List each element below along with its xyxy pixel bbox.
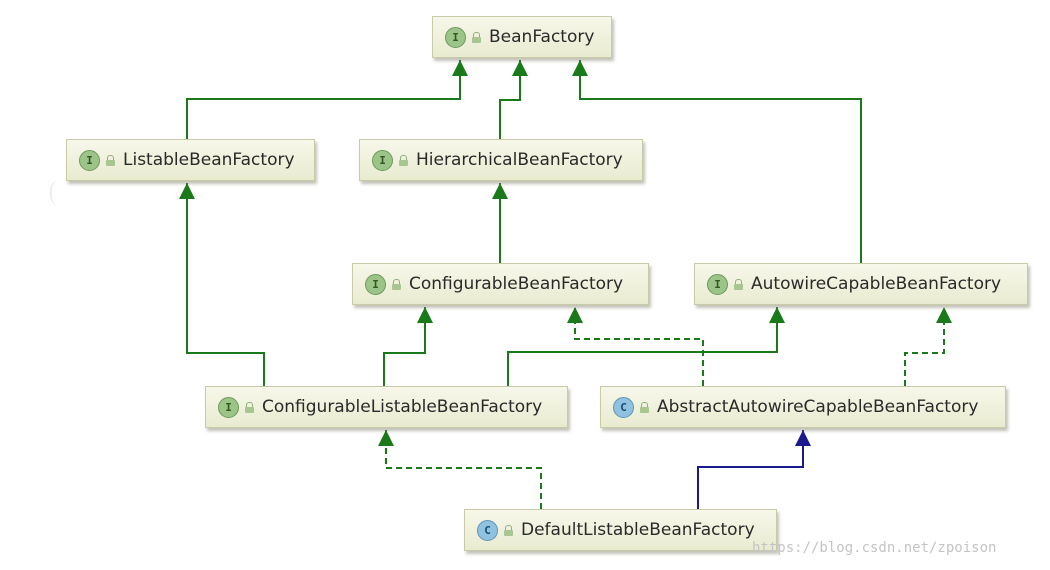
edge-default-listable-bean-factory-to-abstract-autowire-capable-bean-factory [697, 430, 804, 509]
arrowhead-abstract-autowire-capable-bean-factory-to-configurable-bean-factory [567, 307, 583, 323]
edge-listable-bean-factory-to-bean-factory [186, 60, 461, 139]
edge-autowire-capable-bean-factory-to-bean-factory [579, 60, 862, 263]
node-default-listable-bean-factory[interactable]: C DefaultListableBeanFactory [464, 509, 777, 551]
edge-configurable-listable-bean-factory-to-listable-bean-factory [186, 183, 265, 386]
lock-icon [504, 524, 513, 536]
arrowhead-autowire-capable-bean-factory-to-bean-factory [572, 60, 588, 76]
node-hierarchical-bean-factory[interactable]: I HierarchicalBeanFactory [359, 139, 643, 181]
lock-icon [472, 31, 481, 43]
node-label: AbstractAutowireCapableBeanFactory [657, 397, 979, 417]
edge-abstract-autowire-capable-bean-factory-to-configurable-bean-factory [574, 307, 704, 386]
edge-default-listable-bean-factory-to-configurable-listable-bean-factory [385, 430, 542, 509]
interface-icon: I [372, 149, 393, 171]
interface-icon: I [79, 149, 100, 171]
lock-icon [734, 278, 743, 290]
interface-icon: I [445, 26, 466, 48]
node-autowire-capable-bean-factory[interactable]: I AutowireCapableBeanFactory [694, 263, 1028, 305]
node-label: ListableBeanFactory [123, 150, 295, 170]
watermark-text: https://blog.csdn.net/zpoison [752, 540, 997, 556]
partial-arc-decoration [50, 180, 62, 206]
lock-icon [106, 154, 115, 166]
lock-icon [392, 278, 401, 290]
node-configurable-bean-factory[interactable]: I ConfigurableBeanFactory [352, 263, 649, 305]
arrowhead-listable-bean-factory-to-bean-factory [452, 60, 468, 76]
lock-icon [399, 154, 408, 166]
node-configurable-listable-bean-factory[interactable]: I ConfigurableListableBeanFactory [205, 386, 568, 428]
arrowhead-default-listable-bean-factory-to-configurable-listable-bean-factory [378, 430, 394, 446]
edge-configurable-listable-bean-factory-to-configurable-bean-factory [383, 307, 426, 386]
arrowhead-configurable-listable-bean-factory-to-autowire-capable-bean-factory [769, 307, 785, 323]
node-abstract-autowire-capable-bean-factory[interactable]: C AbstractAutowireCapableBeanFactory [600, 386, 1006, 428]
edge-configurable-listable-bean-factory-to-autowire-capable-bean-factory [507, 307, 778, 386]
class-icon: C [477, 519, 498, 541]
interface-icon: I [218, 396, 239, 418]
arrowhead-configurable-listable-bean-factory-to-configurable-bean-factory [417, 307, 433, 323]
class-icon: C [613, 396, 634, 418]
node-bean-factory[interactable]: I BeanFactory [432, 16, 612, 58]
edge-hierarchical-bean-factory-to-bean-factory [499, 60, 521, 139]
node-label: AutowireCapableBeanFactory [751, 274, 1002, 294]
node-label: HierarchicalBeanFactory [416, 150, 623, 170]
arrowhead-default-listable-bean-factory-to-abstract-autowire-capable-bean-factory [795, 430, 811, 446]
node-label: ConfigurableListableBeanFactory [262, 397, 543, 417]
interface-icon: I [707, 273, 728, 295]
node-label: ConfigurableBeanFactory [409, 274, 624, 294]
node-label: DefaultListableBeanFactory [521, 520, 755, 540]
arrowhead-abstract-autowire-capable-bean-factory-to-autowire-capable-bean-factory [936, 307, 952, 323]
arrowhead-configurable-listable-bean-factory-to-listable-bean-factory [179, 183, 195, 199]
node-label: BeanFactory [489, 27, 595, 47]
arrowhead-configurable-bean-factory-to-hierarchical-bean-factory [492, 183, 508, 199]
node-listable-bean-factory[interactable]: I ListableBeanFactory [66, 139, 315, 181]
lock-icon [245, 401, 254, 413]
interface-icon: I [365, 273, 386, 295]
edge-abstract-autowire-capable-bean-factory-to-autowire-capable-bean-factory [904, 307, 945, 386]
edges-layer [179, 60, 952, 509]
lock-icon [640, 401, 649, 413]
arrowhead-hierarchical-bean-factory-to-bean-factory [512, 60, 528, 76]
